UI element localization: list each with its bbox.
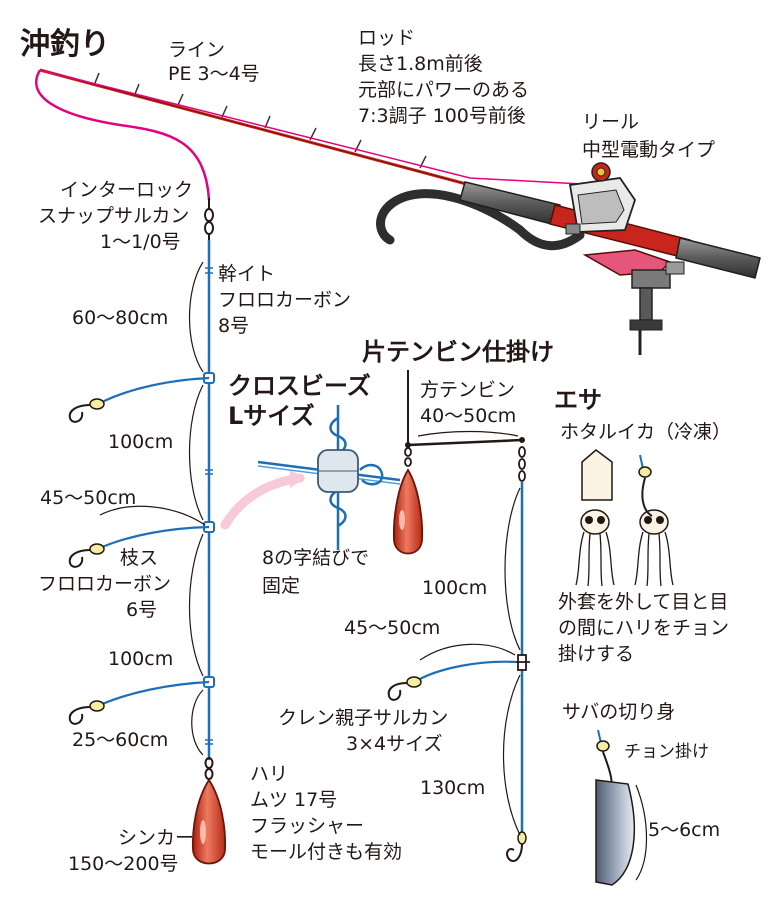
rod — [34, 68, 761, 355]
line-name: ライン — [168, 39, 226, 61]
len-45-50-a: 45〜50cm — [40, 487, 137, 509]
squid-note-1: 外套を外して目と目 — [558, 591, 729, 613]
main-line — [34, 69, 211, 201]
squid-note-2: の間にハリをチョン — [558, 617, 730, 639]
squid-left — [575, 509, 615, 587]
left-sinker — [191, 778, 227, 865]
len-60-80: 60〜80cm — [72, 307, 169, 329]
left-rig — [68, 198, 227, 865]
squid-right — [634, 454, 674, 587]
branch-label-1: 枝ス — [120, 547, 159, 569]
hook-label-2: ムツ 17号 — [250, 789, 338, 811]
main-line-label-1: 幹イト — [218, 263, 276, 285]
branch-lines — [99, 376, 210, 707]
diagram-title: 沖釣り — [20, 27, 110, 62]
branch-label-2: フロロカーボン — [38, 573, 172, 595]
rod-spec-action: 7:3調子 100号前後 — [358, 105, 526, 127]
tenbin-end-swivel — [518, 446, 526, 482]
squid-label: ホタルイカ（冷凍） — [560, 421, 732, 443]
beads-title-1: クロスビーズ — [228, 372, 371, 400]
len-45-50-b: 45〜50cm — [344, 617, 441, 639]
len-25-60: 25〜60cm — [72, 729, 169, 751]
swivel-label-1: インターロック — [60, 179, 194, 201]
left-brackets — [99, 261, 206, 756]
len-130: 130cm — [420, 777, 486, 799]
mackerel-bait — [595, 729, 648, 886]
hook-label-4: モール付きも有効 — [250, 841, 403, 863]
len-5-6: 5〜6cm — [648, 819, 721, 841]
rear-grip — [675, 237, 761, 279]
swivel-label-3: 1〜1/0号 — [100, 231, 181, 253]
sinker-label-2: 150〜200号 — [68, 853, 179, 875]
knot-label-1: 8の字結びで — [262, 547, 370, 569]
squid-note-3: 掛けする — [558, 643, 635, 665]
rod-name: ロッド — [358, 27, 416, 49]
branch-label-3: 6号 — [126, 599, 158, 621]
tenbin-sinker-swivel — [404, 447, 412, 467]
left-hooks — [68, 398, 105, 725]
reel-name: リール — [582, 111, 640, 133]
squid-mantle — [581, 449, 613, 501]
len-100-b: 100cm — [108, 648, 174, 670]
tenbin-sinker — [392, 468, 424, 555]
tenbin-rig — [387, 370, 530, 862]
mackerel-label: サバの切り身 — [562, 701, 676, 723]
swivel-label-2: スナップサルカン — [38, 205, 190, 227]
sinker-swivel — [204, 757, 214, 780]
beads-title-2: Lサイズ — [228, 402, 315, 430]
rod-spec-length: 長さ1.8m前後 — [358, 53, 483, 75]
clen-label-2: 3×4サイズ — [346, 733, 443, 755]
tenbin-title: 片テンビン仕掛け — [362, 338, 554, 366]
bait-title: エサ — [554, 386, 602, 414]
clen-label-1: クレン親子サルカン — [278, 707, 449, 729]
rod-holder — [582, 249, 685, 355]
reel-spec: 中型電動タイプ — [582, 139, 716, 161]
power-cord — [376, 189, 585, 251]
len-100-c: 100cm — [422, 577, 488, 599]
snap-swivel — [204, 198, 214, 240]
chon-label: チョン掛け — [624, 742, 709, 762]
line-spec: PE 3〜4号 — [168, 63, 260, 85]
main-line-label-3: 8号 — [218, 315, 250, 337]
len-100-a: 100cm — [108, 431, 174, 453]
hook-label-1: ハリ — [250, 763, 289, 785]
squid-bait — [575, 449, 674, 587]
hook-label-3: フラッシャー — [250, 815, 365, 837]
sinker-label-1: シンカー — [118, 827, 195, 849]
tenbin-label-1: 方テンビン — [420, 379, 516, 401]
tenbin-label-2: 40〜50cm — [420, 405, 517, 427]
knot-label-2: 固定 — [262, 575, 301, 597]
cross-beads-detail — [220, 405, 401, 550]
leader-ticks — [205, 267, 213, 745]
tenbin-arm — [407, 438, 523, 447]
tenbin-brackets — [417, 430, 521, 836]
reel — [565, 162, 636, 235]
rod-spec-power: 元部にパワーのある — [358, 79, 530, 101]
mackerel-strip — [595, 779, 636, 886]
main-line-label-2: フロロカーボン — [218, 289, 352, 311]
